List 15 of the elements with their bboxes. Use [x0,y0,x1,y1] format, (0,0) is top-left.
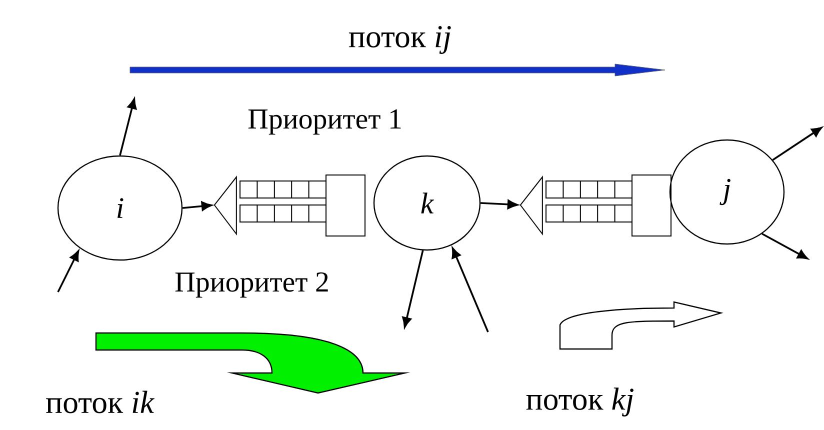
arrow [480,200,518,210]
arrow [762,232,808,260]
arrow [772,126,822,161]
priority-label: Приоритет 2 [175,272,328,298]
arrow [182,201,212,211]
arrow [57,250,80,292]
arrow [402,250,424,328]
flow-label: поток ij [348,26,451,54]
arrow [452,248,489,332]
arrow [119,98,137,156]
priority-label: Приоритет 1 [248,109,401,135]
flow-label: поток kj [526,388,634,416]
queue-drawing [214,174,366,236]
flow-label: поток ik [46,390,154,414]
queue-drawing [520,174,672,236]
